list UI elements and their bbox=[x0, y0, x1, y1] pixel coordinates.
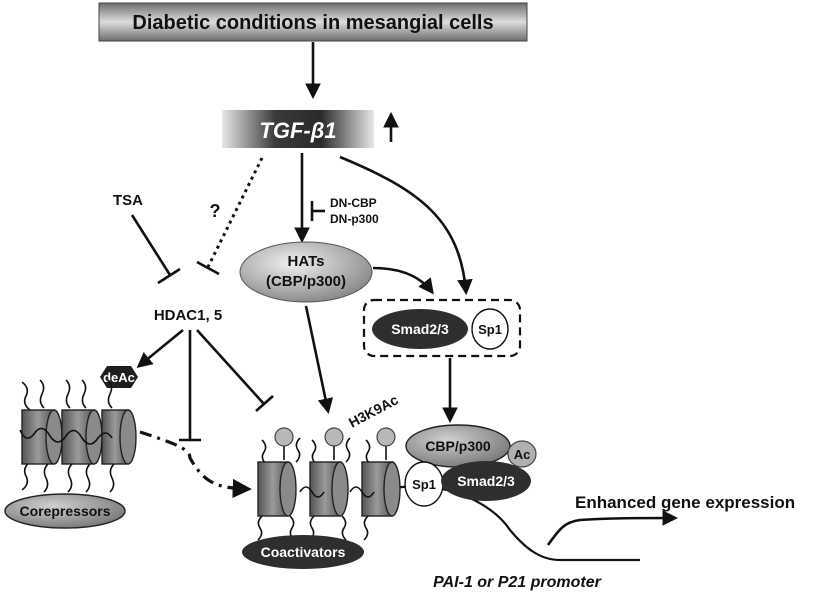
active-nucleosomes bbox=[257, 427, 401, 541]
sp1-box-label: Sp1 bbox=[478, 322, 502, 337]
header-banner: Diabetic conditions in mesangial cells bbox=[98, 2, 528, 42]
tsa-inhibit-line bbox=[130, 214, 172, 276]
complex-sp1-label: Sp1 bbox=[412, 477, 436, 492]
dn-cbp-label: DN-CBP bbox=[330, 196, 377, 210]
coactivators-node: Coactivators bbox=[242, 535, 364, 569]
complex-ac-label: Ac bbox=[514, 447, 531, 462]
deac-label: deAc bbox=[103, 370, 135, 385]
arrow-hats-to-nucleosome bbox=[304, 305, 334, 415]
h3k9ac-label: H3K9Ac bbox=[346, 391, 401, 430]
smad-sp1-box: Smad2/3 Sp1 bbox=[362, 298, 522, 358]
hdac-inhibit-diagonal bbox=[196, 329, 265, 405]
arrow-hats-to-smad bbox=[372, 266, 434, 295]
corepressors-label: Corepressors bbox=[19, 503, 110, 519]
header-title: Diabetic conditions in mesangial cells bbox=[132, 12, 493, 34]
promoter-label: PAI-1 or P21 promoter bbox=[433, 574, 602, 591]
transcription-complex: CBP/p300 Ac Sp1 Smad2/3 bbox=[404, 424, 537, 507]
dotted-inhibit-bar bbox=[196, 260, 220, 276]
transition-arrow bbox=[139, 430, 252, 499]
hats-label-line1: HATs bbox=[288, 253, 325, 270]
complex-smad-label: Smad2/3 bbox=[457, 473, 515, 489]
expression-arrow bbox=[546, 510, 679, 546]
dn-p300-label: DN-p300 bbox=[330, 212, 379, 226]
hats-node: HATs (CBP/p300) bbox=[239, 241, 373, 303]
arrow-tgf-to-smad bbox=[339, 155, 473, 296]
smad-box-label: Smad2/3 bbox=[391, 321, 449, 337]
enhanced-expression-label: Enhanced gene expression bbox=[575, 493, 795, 512]
question-mark: ? bbox=[210, 201, 221, 221]
tsa-label: TSA bbox=[113, 192, 143, 209]
tgf-beta1-label: TGF-β1 bbox=[259, 118, 336, 143]
tgf-beta1-box: TGF-β1 bbox=[222, 110, 374, 148]
hdac-label: HDAC1, 5 bbox=[154, 307, 222, 324]
hdac-inhibit-diagonal-bar bbox=[255, 395, 274, 412]
corepressors-node: Corepressors bbox=[4, 493, 126, 529]
repressed-nucleosomes bbox=[19, 379, 137, 493]
coactivators-label: Coactivators bbox=[261, 544, 346, 560]
arrow-hdac-to-deac bbox=[136, 328, 184, 368]
tsa-inhibit-bar bbox=[157, 267, 181, 285]
hats-label-line2: (CBP/p300) bbox=[266, 273, 346, 290]
deac-badge: deAc bbox=[100, 366, 138, 388]
complex-cbp-label: CBP/p300 bbox=[425, 438, 491, 454]
